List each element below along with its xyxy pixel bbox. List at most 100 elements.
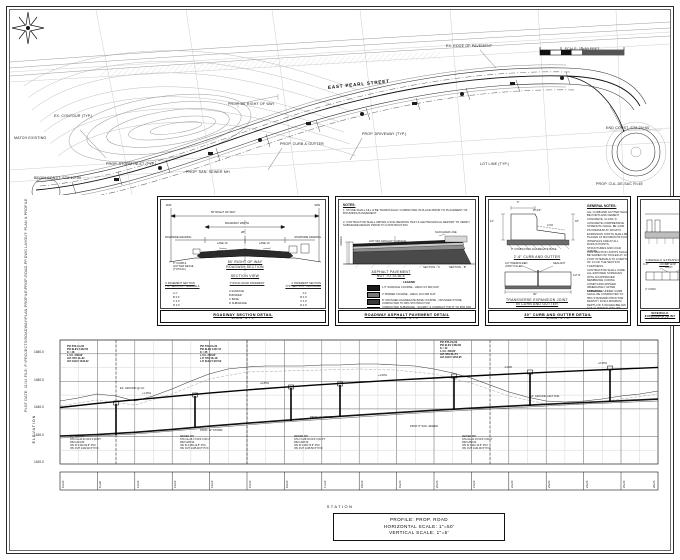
profile-x-tick-9: 19+00 [399, 480, 402, 488]
profile-utility-callout-0: EX. SEWER STA 11+42.00 OFF 0.00 RT RIM 1… [70, 435, 101, 450]
detail-box-row: R/W R/W 50' RIGHT OF WAY ROADWAY WIDTH 2… [10, 196, 680, 328]
section-rw-left-label: R/W [166, 203, 172, 207]
detail-title-text-3: SIDEWALK EXPANSION JOINT [644, 311, 676, 319]
sidewalk-dim-2: 4" CONC. [645, 288, 657, 291]
graphic-scale-bar: SCALE: 1"=50 FEET [539, 46, 625, 56]
detail-box-asphalt-pavement: NOTES: 1. STONE SHALL FILL & BE THOROUGH… [335, 196, 479, 326]
profile-x-tick-12: 22+00 [511, 480, 514, 488]
detail-title-text-0: ROADWAY SECTION DETAIL [213, 312, 273, 317]
detail-box-sidewalk-expansion-joint: SIDEWALK EXPANSION JOINT 4'-0" 1/2" EXP.… [637, 196, 680, 326]
section-sub-left-row-2: C 4.0' [173, 300, 180, 303]
curb-dim-4: R=1/2" [533, 209, 542, 212]
detail-title-text-2: 30" CURB AND GUTTER DETAIL [524, 312, 592, 317]
profile-x-tick-6: 16+00 [286, 480, 289, 488]
profile-y-tick-0: 1460.0 [34, 350, 44, 354]
plan-callout-3: PROP. DRIVEWAY (TYP.) [362, 132, 407, 136]
section-sub-mid-row-0: A SURFACE [229, 290, 245, 293]
legend-label-3: COMPACTED SUBGRADE - SCARIFY & COMPACT T… [382, 306, 472, 309]
profile-x-tick-11: 21+00 [473, 480, 476, 488]
detail-box-asphalt-pavement-body: NOTES: 1. STONE SHALL FILL & BE THOROUGH… [338, 199, 476, 309]
profile-x-tick-15: 25+00 [623, 480, 626, 488]
profile-title-block: PROFILE: PROP. ROAD HORIZONTAL SCALE: 1"… [333, 513, 505, 541]
legend-item-3: COMPACTED SUBGRADE - SCARIFY & COMPACT T… [367, 306, 475, 309]
section-crown-left: 2.0% [217, 250, 223, 253]
profile-utility-callout-2: SEWER MH STA 17+88.03 OFF 0.00 RT RIM 14… [294, 435, 325, 450]
profile-existing-ground [59, 363, 659, 403]
section-caption-1: 50' RIGHT OF WAY [227, 260, 263, 264]
profile-y-tick-4: 1420.0 [34, 460, 44, 464]
section-sub-mid-row-2: C BASE [229, 298, 239, 301]
sidewalk-dim-1: 1/2" EXP. JOINT [665, 263, 677, 270]
section-caption-2: ROADWAY SECTION [226, 265, 264, 269]
section-crown-right: 2.0% [265, 250, 271, 253]
curb-sealant-label: SEALANT [553, 262, 566, 265]
asphalt-pavement-graphic [343, 234, 475, 269]
profile-x-tick-10: 20+00 [436, 480, 439, 488]
profile-line-label-3: EX. GROUND LEFT R/W [530, 395, 560, 398]
detail-scale-text-2: SCALE: N.T.S. [546, 315, 570, 320]
legend-swatch-0 [367, 285, 380, 291]
curb-gutter-figure-2 [504, 265, 572, 294]
detail-box-sidewalk-expansion-joint-body: SIDEWALK EXPANSION JOINT 4'-0" 1/2" EXP.… [640, 199, 680, 309]
legend-label-1: 2" BINDER COURSE - HMAC 19.0 MM SUP [382, 293, 436, 297]
curb-gutter-figure-1 [501, 206, 575, 250]
curb-dim-2: 12" [490, 220, 494, 223]
profile-grade-label-3: -0.45% [504, 366, 513, 369]
profile-grade-label-1: +0.85% [260, 382, 269, 385]
plan-callout-5: BEGIN CONST. STA 10+00 [34, 176, 82, 180]
profile-x-tick-8: 18+00 [361, 480, 364, 488]
plan-callout-10: MATCH EXISTING [14, 136, 47, 140]
profile-y-tick-2: 1440.0 [34, 405, 44, 409]
detail-box-roadway-section: R/W R/W 50' RIGHT OF WAY ROADWAY WIDTH 2… [157, 196, 329, 326]
profile-grade-label-2: +1.60% [378, 374, 387, 377]
section-sub-left-title: 4' PAVEMENT SECTION TYP. SECTION - SIDEW… [165, 282, 200, 289]
plan-callout-4: END CONST. STA 25+60 [606, 126, 650, 130]
curb-dim-3: 2.0% [547, 224, 554, 227]
detail-title-sidewalk-expansion-joint: SIDEWALK EXPANSION JOINT SCALE: N.T.S. [640, 310, 680, 323]
plan-callout-8: PROP. STORM INLET (TYP.) [106, 162, 157, 166]
profile-grade-label-0: +1.25% [142, 392, 151, 395]
section-caption-3: SECTION VIEW [230, 274, 260, 278]
detail-title-asphalt-pavement: ROADWAY ASPHALT PAVEMENT DETAIL SCALE: N… [338, 310, 476, 323]
cul-de-sac [611, 127, 661, 177]
sidewalk-dim-0: 4'-0" [643, 263, 649, 266]
curb-dim-1: 18" [575, 220, 579, 223]
detail-scale-text-3: SCALE: N.T.S. [650, 317, 670, 321]
asphalt-section-caption: ASPHALT PAVEMENT NOT TO SCALE [371, 270, 411, 278]
profile-x-tick-0: 10+00 [62, 480, 65, 488]
profile-graphic [59, 339, 659, 491]
section-lane-right: LANE 14' [259, 242, 270, 245]
profile-x-tick-4: 14+00 [211, 480, 214, 488]
profile-grade-label-4: +0.95% [598, 362, 607, 365]
north-arrow-icon [11, 11, 45, 45]
profile-x-tick-3: 13+00 [174, 480, 177, 488]
profile-title-line-1: PROFILE: PROP. ROAD [389, 517, 449, 522]
plan-callout-1: EX. CONTOUR (TYP.) [54, 114, 93, 118]
section-sub-mid-title: TYPICAL ROAD PAVEMENT [229, 282, 265, 285]
section-curb-note: 6" CURB & GUTTER DETAIL (TYPICAL) [173, 262, 195, 272]
curb-note-4: CONTRACTOR SHALL CURE ALL EXPOSED SURFAC… [587, 268, 625, 293]
plan-callout-7: EX. EDGE OF PAVEMENT [446, 44, 493, 48]
sidewalk-joint-figure-2 [645, 267, 679, 281]
asphalt-section-a-label: SECTION - 'A' [423, 266, 441, 269]
curb-note-1: CONCRETE COMPRESSIVE STRENGTH SHALL BE 4… [587, 221, 625, 232]
section-sub-left-row-3: D 2.0' [173, 304, 180, 307]
sidewalk-joint-figure-1 [644, 213, 679, 244]
asphalt-notes-header: NOTES: [343, 203, 356, 207]
detail-scale-text-0: SCALE: N.T.S. [231, 315, 255, 320]
asphalt-shoulder-callout: SHOULDER LINE [435, 231, 457, 234]
curb-fig1-caption: 2'-6" CURB AND GUTTER [513, 255, 561, 259]
profile-view: ELEVATION [10, 332, 670, 554]
detail-box-roadway-section-body: R/W R/W 50' RIGHT OF WAY ROADWAY WIDTH 2… [160, 199, 326, 309]
profile-proposed-grade [59, 366, 659, 409]
section-sub-right-row-0: A 1' [302, 292, 307, 295]
profile-y-tick-1: 1450.0 [34, 378, 44, 382]
curb-width-label: 30" [533, 293, 537, 296]
profile-vc-callout-1: PVI STA 15+00 PVI ELEV 1447.10 K = 35 L.… [200, 345, 222, 363]
detail-box-curb-and-gutter: 6" 18" 12" 2.0% R=1/2" 6" COMPACTED AGGR… [485, 196, 631, 326]
profile-x-tick-16: 26+00 [653, 480, 656, 488]
asphalt-section-b-label: SECTION - 'B' [449, 266, 467, 269]
profile-title-line-3: VERTICAL SCALE: 1"=5' [389, 530, 449, 536]
detail-title-text-1: ROADWAY ASPHALT PAVEMENT DETAIL [364, 312, 450, 317]
profile-line-label-4: PROP. 12" STORM [200, 429, 223, 432]
